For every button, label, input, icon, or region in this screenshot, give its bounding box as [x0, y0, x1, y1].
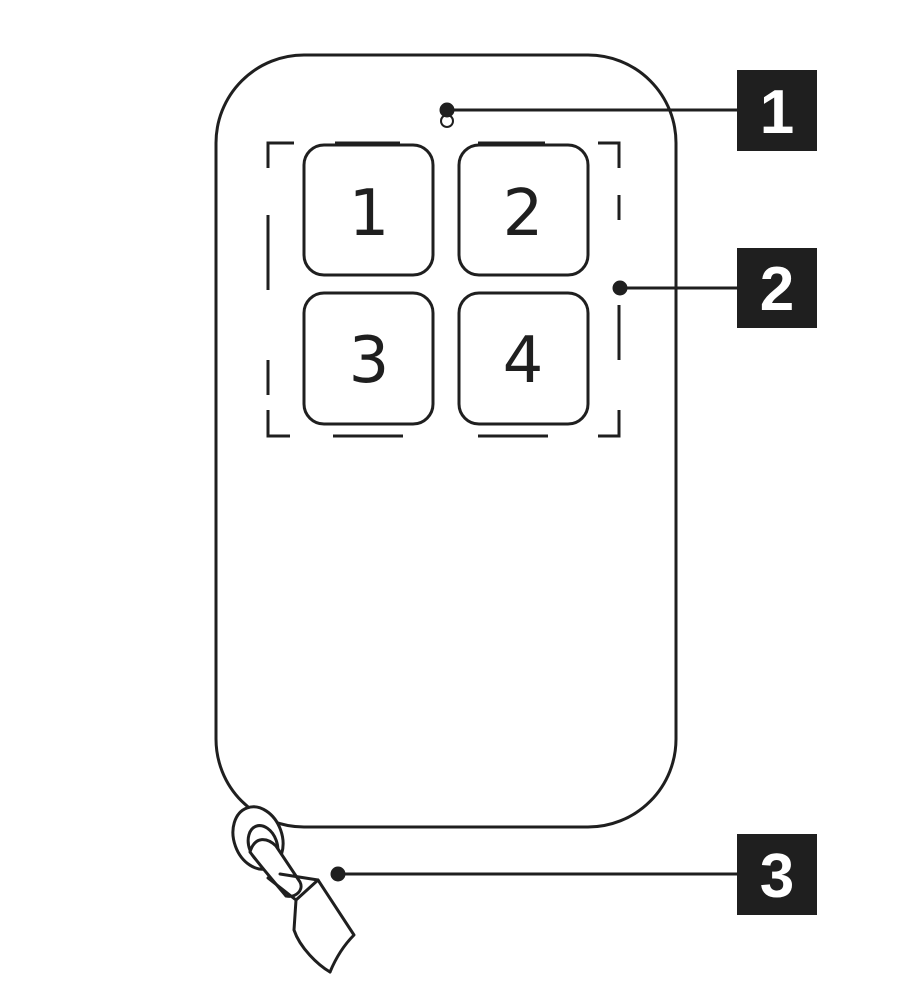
- callout-3: 3: [737, 834, 817, 915]
- callout-2-number: 2: [760, 255, 794, 324]
- callout-3-number: 3: [760, 842, 794, 911]
- remote-button-2-label: 2: [503, 177, 544, 251]
- remote-button-1[interactable]: 1: [302, 143, 435, 277]
- remote-body: [214, 53, 678, 829]
- callout-3-dot: [330, 866, 346, 882]
- callout-2: 2: [737, 248, 817, 328]
- callout-1-number: 1: [760, 78, 794, 147]
- callout-1: 1: [737, 70, 817, 151]
- button-group: 1 2 3 4: [302, 143, 590, 426]
- callout-2-dot: [612, 280, 628, 296]
- remote-button-3-label: 3: [349, 324, 390, 398]
- remote-button-4[interactable]: 4: [457, 291, 590, 426]
- remote-button-4-label: 4: [503, 324, 544, 398]
- remote-button-3[interactable]: 3: [302, 291, 435, 426]
- callout-1-dot: [439, 102, 455, 118]
- callout-leaders: [330, 102, 740, 882]
- remote-button-1-label: 1: [349, 177, 390, 251]
- key-ring: [231, 805, 356, 974]
- remote-button-2[interactable]: 2: [457, 143, 590, 277]
- button-group-bracket: [266, 141, 621, 438]
